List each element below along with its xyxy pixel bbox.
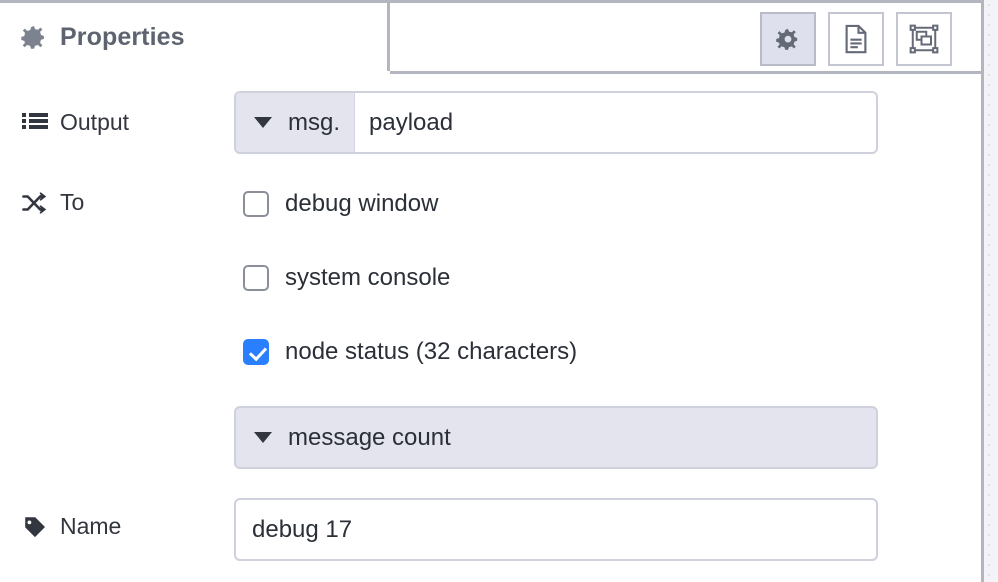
gear-icon — [20, 23, 48, 51]
panel-header-buttons — [760, 12, 952, 66]
flow-canvas-strip — [984, 0, 998, 582]
tab-bar-underline — [390, 71, 984, 74]
to-label: To — [60, 189, 85, 215]
properties-tab-button[interactable] — [760, 12, 816, 66]
output-row-label: Output — [22, 109, 129, 136]
output-label: Output — [60, 109, 130, 135]
checkbox-system-console-label: system console — [285, 264, 451, 291]
status-type-select[interactable]: message count — [234, 406, 878, 469]
chevron-down-icon — [254, 117, 272, 128]
name-row-label: Name — [22, 513, 121, 540]
shuffle-icon — [22, 191, 48, 214]
description-tab-button[interactable] — [828, 12, 884, 66]
name-input[interactable]: debug 17 — [234, 498, 878, 561]
appearance-tab-button[interactable] — [896, 12, 952, 66]
chevron-down-icon — [254, 432, 272, 443]
checkbox-debug-window-box[interactable] — [243, 191, 269, 217]
checkbox-system-console-box[interactable] — [243, 265, 269, 291]
document-icon — [843, 24, 869, 54]
panel-tab-bar: Properties — [0, 3, 984, 74]
tab-properties[interactable]: Properties — [0, 3, 390, 71]
checkbox-system-console[interactable]: system console — [243, 264, 450, 292]
name-label: Name — [60, 513, 122, 539]
appearance-icon — [909, 24, 939, 54]
output-type-label: msg. — [288, 108, 341, 136]
checkbox-debug-window[interactable]: debug window — [243, 190, 438, 218]
gear-icon — [775, 26, 801, 52]
panel-right-divider — [981, 0, 984, 582]
properties-form: Output msg. payload To debug w — [0, 71, 984, 582]
panel-top-border — [0, 0, 984, 3]
tag-icon — [22, 515, 48, 539]
list-icon — [22, 112, 48, 134]
tab-properties-label: Properties — [60, 22, 185, 51]
checkbox-node-status-label: node status (32 characters) — [285, 338, 578, 365]
output-property-input[interactable]: payload — [355, 93, 876, 152]
to-row-label: To — [22, 189, 84, 216]
output-type-select[interactable]: msg. — [236, 93, 356, 152]
checkbox-node-status[interactable]: node status (32 characters) — [243, 338, 577, 366]
checkbox-debug-window-label: debug window — [285, 190, 439, 217]
output-typed-input[interactable]: msg. payload — [234, 91, 878, 154]
checkbox-node-status-box[interactable] — [243, 339, 269, 365]
status-type-value: message count — [288, 423, 451, 451]
